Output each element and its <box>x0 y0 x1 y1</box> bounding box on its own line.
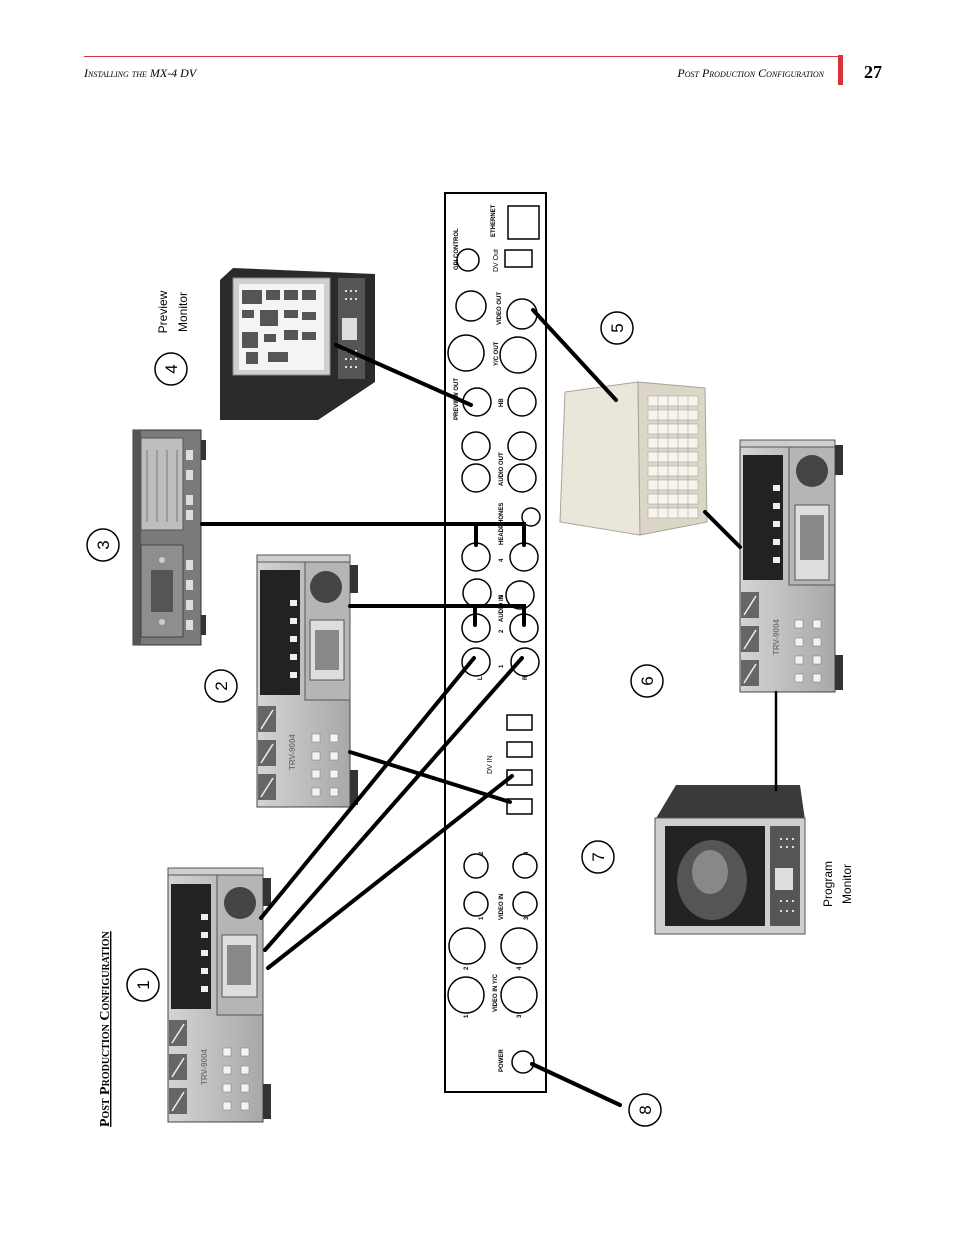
callout-1: 1 <box>134 980 153 989</box>
dv-out-port <box>504 249 533 268</box>
header-accent-bar <box>838 55 843 85</box>
program-monitor-label-line1: Program <box>821 861 835 907</box>
page-number: 27 <box>864 62 882 82</box>
callout-6: 6 <box>638 676 657 685</box>
header-section-title: Post Production Configuration <box>677 66 824 80</box>
label-left: L <box>478 676 484 680</box>
vcr-1: TRV-9004 <box>167 867 271 1123</box>
vcr-1-model: TRV-9004 <box>200 1049 209 1085</box>
mx4-rear-panel: GPI CONTROL ETHERNET DV Out VIDEO OUT Y/… <box>444 192 547 1093</box>
label-video-1: 1 <box>479 916 485 920</box>
page-header: Installing the MX-4 DV Post Production C… <box>84 55 840 85</box>
cable-video-out <box>531 308 618 402</box>
audio-out-right <box>507 463 537 493</box>
audio-in-left <box>461 647 491 677</box>
cable-power <box>530 1062 622 1107</box>
callout-3: 3 <box>94 540 113 549</box>
label-video-out: VIDEO OUT <box>497 292 503 325</box>
ethernet-port <box>507 205 540 240</box>
preview-monitor-label-line1: Preview <box>156 290 170 333</box>
label-video-4: 4 <box>524 851 530 855</box>
label-ethernet: ETHERNET <box>491 204 497 237</box>
program-monitor <box>654 785 806 935</box>
callout-7: 7 <box>589 852 608 861</box>
callout-8: 8 <box>636 1105 655 1114</box>
label-video-2: 2 <box>479 851 485 855</box>
header-rule <box>84 56 840 57</box>
preview-monitor <box>220 268 375 420</box>
cable-vcr2-dv <box>348 750 512 804</box>
cable-vcr1-dv <box>266 774 514 970</box>
label-audio-in: AUDIO IN <box>499 595 505 622</box>
vcr-6: TRV-9004 <box>739 439 843 693</box>
cable-vcr1-left <box>259 656 476 920</box>
label-audio-3: 3 <box>499 594 505 598</box>
header-chapter-title: Installing the MX-4 DV <box>84 66 197 80</box>
vcr-6-model: TRV-9004 <box>772 619 781 655</box>
yc-out-jack <box>499 336 537 374</box>
label-yc-3: 3 <box>517 1014 523 1018</box>
label-audio-out: AUDIO OUT <box>499 452 505 486</box>
callout-labels: 1 2 3 4 5 6 7 8 <box>94 323 657 1114</box>
label-dv-in: DV IN <box>487 755 494 774</box>
power-connector <box>511 1050 535 1074</box>
label-audio-1: 1 <box>499 664 505 668</box>
label-yc-2: 2 <box>464 966 470 970</box>
cable-vcr1-right <box>263 656 524 952</box>
callouts <box>86 311 664 1127</box>
computer-keyboard <box>559 381 708 536</box>
section-title: Post Production Configuration <box>98 931 113 1127</box>
cable-vcr2-audio <box>348 604 526 627</box>
label-audio-2: 2 <box>499 629 505 633</box>
label-hb: HB <box>499 398 505 407</box>
label-audio-4: 4 <box>499 558 505 562</box>
preview-monitor-label-line2: Monitor <box>176 292 190 332</box>
label-video-in: VIDEO IN <box>499 894 505 920</box>
headphones-jack <box>521 507 541 527</box>
callout-2: 2 <box>212 681 231 690</box>
label-video-3: 3 <box>524 916 530 920</box>
label-gpi-control: GPI CONTROL <box>454 228 460 270</box>
cable-preview <box>334 343 473 407</box>
label-right: R <box>523 675 529 680</box>
cable-vcr6 <box>703 510 742 549</box>
audio-cassette-deck <box>132 429 206 646</box>
callout-5: 5 <box>608 323 627 332</box>
audio-in-right <box>510 647 540 677</box>
audio-out-left <box>461 463 491 493</box>
callout-4: 4 <box>162 364 181 373</box>
cables <box>200 308 778 1107</box>
cable-cassette <box>200 522 526 547</box>
label-yc-1: 1 <box>464 1014 470 1018</box>
label-video-in-yc: VIDEO IN Y/C <box>493 973 499 1012</box>
vcr-2: TRV-9004 <box>256 554 358 808</box>
video-out-jack <box>506 298 538 330</box>
program-monitor-label-line2: Monitor <box>840 864 854 904</box>
label-power: POWER <box>499 1049 505 1072</box>
vcr-2-model: TRV-9004 <box>288 734 297 770</box>
label-dv-out: DV Out <box>493 249 500 272</box>
gpi-connector <box>456 248 480 272</box>
label-yc-out: Y/C OUT <box>494 341 500 366</box>
label-yc-4: 4 <box>517 966 523 970</box>
